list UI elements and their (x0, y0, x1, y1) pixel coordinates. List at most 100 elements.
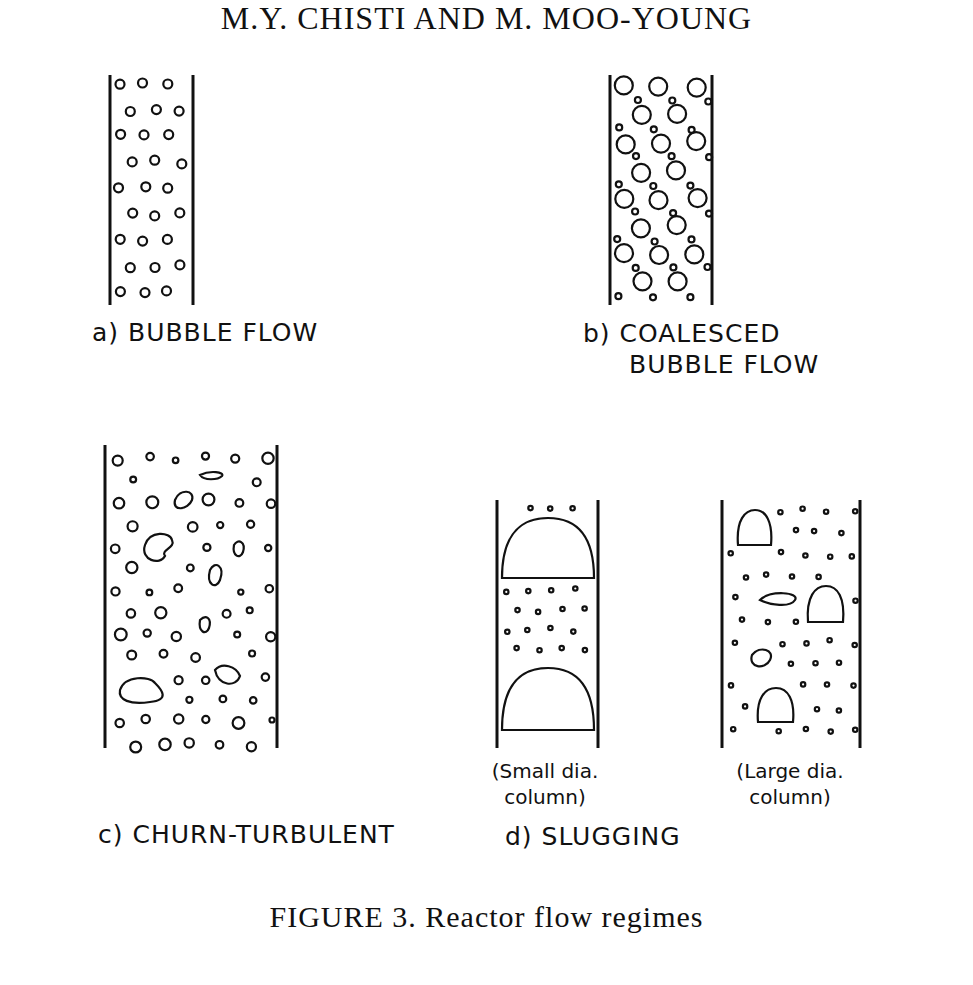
bubble (269, 717, 274, 722)
bubble (202, 716, 209, 723)
bubble (789, 662, 793, 666)
bubble (813, 661, 817, 665)
bubble (267, 499, 276, 508)
bubble (172, 632, 181, 641)
bubble (801, 682, 805, 686)
bubble (667, 161, 685, 179)
column-note: (Large dia. column) (725, 758, 855, 810)
bubble (115, 719, 123, 727)
panel-label: a) BUBBLE FLOW (92, 318, 318, 347)
bubble (733, 641, 737, 645)
bubble (685, 245, 703, 263)
bubble (141, 182, 150, 191)
bubble (220, 696, 227, 703)
bubble (669, 272, 687, 290)
bubble (249, 651, 255, 657)
bubble (804, 727, 808, 731)
bubble (669, 153, 675, 159)
bubble (560, 646, 564, 650)
bubble (560, 607, 564, 611)
bubble (812, 529, 816, 533)
bubble (127, 609, 135, 617)
bubble (115, 629, 127, 641)
bubble (138, 237, 147, 246)
column-note: (Small dia. column) (480, 758, 610, 810)
bubble (514, 646, 518, 650)
bubble (537, 648, 541, 652)
bubble (650, 191, 668, 209)
bubble (780, 642, 784, 646)
bubble (650, 246, 668, 264)
bubble (515, 608, 519, 612)
bubble (794, 528, 798, 532)
bubble (126, 107, 135, 116)
bubble (504, 590, 508, 594)
bubble (824, 510, 828, 514)
bubble (174, 584, 182, 592)
bubble (177, 159, 186, 168)
bubble (265, 545, 271, 551)
bubble (688, 79, 706, 97)
bubble (525, 628, 529, 632)
bubble (262, 453, 273, 464)
bubble (650, 183, 656, 189)
bubble (635, 97, 641, 103)
bubble (203, 494, 215, 506)
bubble (687, 294, 693, 300)
bubble (266, 585, 273, 592)
bubble (152, 105, 161, 114)
column-walls (105, 75, 860, 748)
bubble (670, 264, 676, 270)
bubble (668, 216, 686, 234)
bubble (815, 707, 819, 711)
bubble (837, 708, 841, 712)
bubble (633, 106, 651, 124)
bubble (616, 181, 622, 187)
bubble (803, 553, 807, 557)
bubble (632, 209, 638, 215)
bubble (743, 704, 747, 708)
panel-label: b) COALESCED BUBBLE FLOW (583, 318, 889, 381)
bubble (669, 98, 675, 104)
bubble (649, 78, 667, 96)
bubble (140, 130, 149, 139)
bubble (162, 286, 171, 295)
running-head: M.Y. CHISTI AND M. MOO-YOUNG (221, 0, 752, 37)
bubble (174, 714, 183, 723)
bubble (185, 738, 194, 747)
bubble (729, 683, 733, 687)
bubble (687, 132, 705, 150)
bubble (126, 562, 137, 573)
bubble (250, 697, 257, 704)
bubble (130, 742, 141, 753)
bubble (617, 135, 635, 153)
bubble (779, 550, 783, 554)
bubble (146, 496, 158, 508)
bubble (705, 264, 711, 270)
bubble (632, 164, 650, 182)
bubble (150, 156, 159, 165)
bubble (706, 211, 712, 217)
bubble (163, 184, 172, 193)
bubble (853, 509, 857, 513)
bubble (729, 551, 733, 555)
bubble (615, 190, 633, 208)
bubble (778, 510, 782, 514)
bubble (651, 126, 657, 132)
bubble (526, 589, 530, 593)
bubble (188, 522, 198, 532)
bubble (652, 135, 670, 153)
bubble (187, 565, 194, 572)
bubble (141, 715, 149, 723)
bubble (234, 632, 240, 638)
bubble (766, 620, 770, 624)
bubble (160, 650, 168, 658)
bubble (853, 643, 857, 647)
bubble (614, 236, 620, 242)
bubble (548, 626, 552, 630)
bubble (238, 589, 243, 594)
bubble (632, 219, 650, 237)
bubble (266, 632, 275, 641)
bubble (146, 453, 154, 461)
bubble (615, 293, 621, 299)
